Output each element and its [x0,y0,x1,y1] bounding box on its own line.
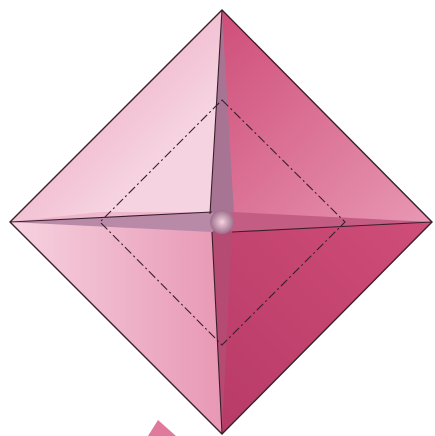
arrow-tip [148,420,176,436]
star-center [210,210,234,234]
